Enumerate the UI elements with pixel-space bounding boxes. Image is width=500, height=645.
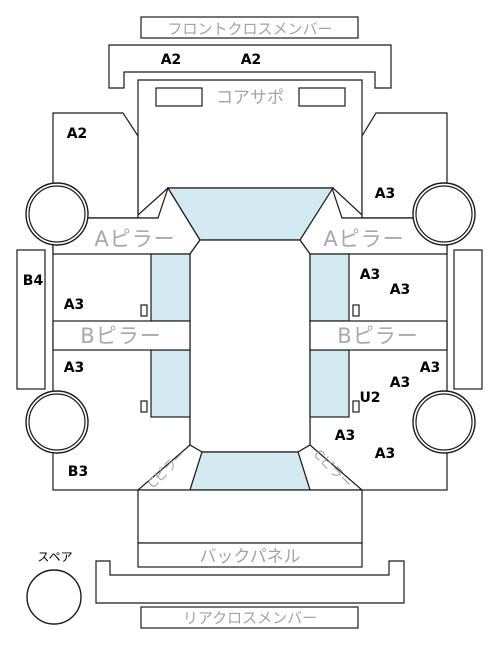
left-side-sill xyxy=(16,249,46,390)
front-right-fender-rating: A3 xyxy=(375,186,396,202)
trunk-lid xyxy=(137,489,363,544)
rear-member-bracket xyxy=(95,560,405,604)
front-right-tire xyxy=(412,182,476,246)
front-cross-member-box xyxy=(140,16,359,39)
right-rear-door-rating-3: U2 xyxy=(359,390,380,406)
b-pillar-right xyxy=(309,320,448,351)
front-cross-member-label: フロントクロスメンバー xyxy=(167,20,332,38)
spare-label: スペア xyxy=(37,550,72,564)
core-support-label: コアサポ xyxy=(216,88,284,108)
left-rear-door-rating: A3 xyxy=(64,360,85,376)
rear-cross-member-box xyxy=(140,606,359,629)
b-pillar-left-label: Bピラー xyxy=(80,324,161,348)
a-pillar-left-label: Aピラー xyxy=(94,227,175,251)
back-panel-label: バックパネル xyxy=(199,547,300,567)
rear-right-tire xyxy=(412,390,476,454)
left-rear-door-handle xyxy=(140,400,148,413)
rear-right-quarter-rating-2: A3 xyxy=(375,446,396,462)
a-pillar-right-label: Aピラー xyxy=(323,227,404,251)
front-left-tire xyxy=(25,182,89,246)
rear-window xyxy=(189,451,311,491)
right-front-window xyxy=(309,253,350,322)
left-side-sill-rating: B4 xyxy=(23,273,44,289)
core-support-right-block xyxy=(298,87,346,107)
left-front-door-rating: A3 xyxy=(64,297,85,313)
right-rear-window xyxy=(309,349,350,418)
right-rear-door-rating-1: A3 xyxy=(420,360,441,376)
right-rear-door-rating-2: A3 xyxy=(390,375,411,391)
rear-left-quarter-rating: B3 xyxy=(68,464,88,480)
right-rear-door-handle xyxy=(352,400,360,413)
right-front-door-rating-2: A3 xyxy=(390,282,411,298)
front-left-fender-rating: A2 xyxy=(67,126,88,142)
back-panel-box xyxy=(137,542,363,568)
front-member-right-rating: A2 xyxy=(241,52,262,68)
b-pillar-left xyxy=(52,320,191,351)
rear-right-quarter-rating-1: A3 xyxy=(335,428,356,444)
roof-panel xyxy=(189,239,311,453)
left-front-door-handle xyxy=(140,304,148,317)
right-front-door-rating-1: A3 xyxy=(360,267,381,283)
right-front-door-handle xyxy=(352,304,360,317)
left-rear-window xyxy=(150,349,191,418)
front-member-bracket xyxy=(108,44,392,89)
rear-left-tire xyxy=(25,390,89,454)
front-member-left-rating: A2 xyxy=(161,52,182,68)
spare-tire xyxy=(26,569,82,625)
core-support-left-block xyxy=(155,87,203,107)
rear-cross-member-label: リアクロスメンバー xyxy=(183,609,317,627)
right-side-sill xyxy=(453,249,483,390)
b-pillar-right-label: Bピラー xyxy=(337,324,418,348)
left-front-window xyxy=(150,253,191,322)
